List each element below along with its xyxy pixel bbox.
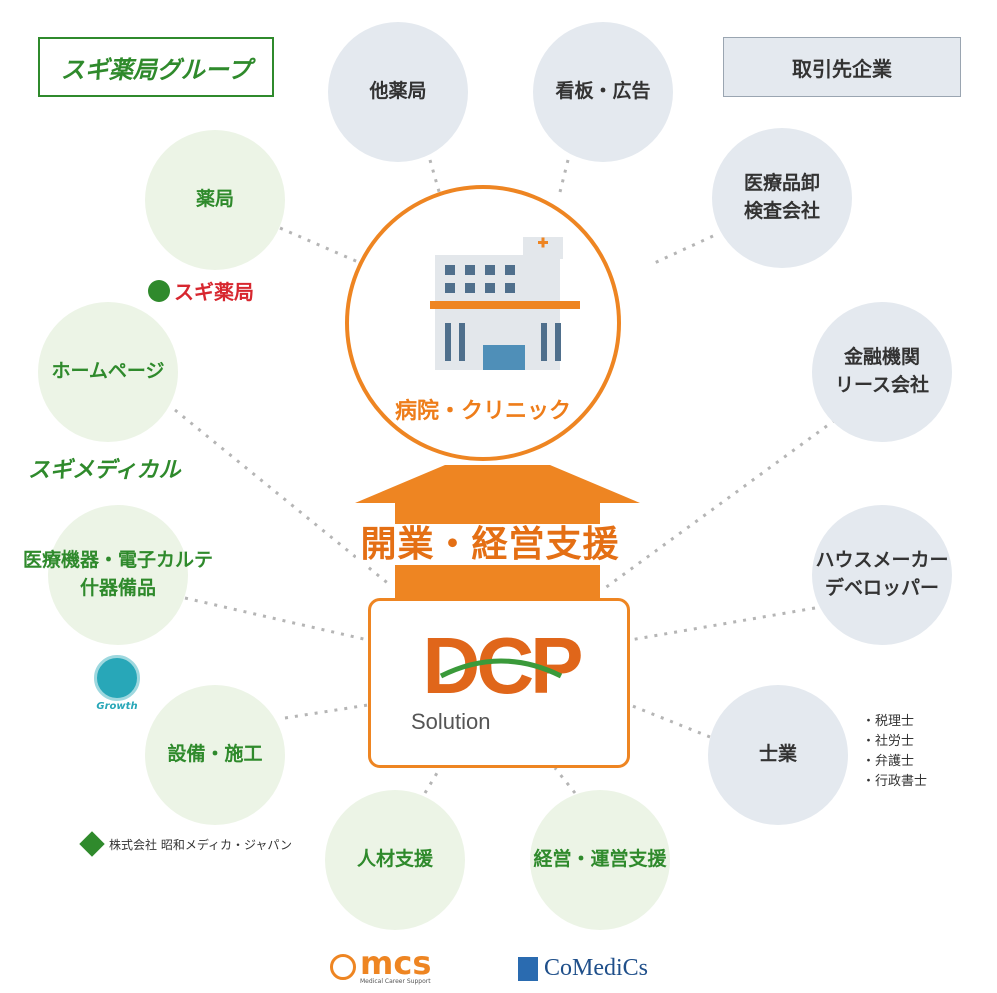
node-other-pharmacies-label: 他薬局 <box>369 80 427 103</box>
node-other-pharmacies: 他薬局 <box>328 22 468 162</box>
dcp-logo: DCP <box>422 621 584 710</box>
leaf-icon <box>148 279 170 302</box>
node-staffing-support-label: 人材支援 <box>356 848 433 871</box>
comedics-logo-text: CoMediCs <box>544 955 649 981</box>
hospital-label: 病院・クリニック <box>394 399 571 424</box>
partners-badge: 取引先企業 <box>723 37 961 97</box>
support-label: 開業・経営支援 <box>340 515 640 567</box>
dcp-sub: Solution <box>411 709 491 734</box>
showa-medica-logo-text: 株式会社 昭和メディカ・ジャパン <box>109 837 292 852</box>
node-pharmacy: 薬局 <box>145 130 285 270</box>
node-homepage-label: ホームページ <box>51 360 165 383</box>
mcs-logo-sub: Medical Career Support <box>360 978 431 985</box>
growth-logo: Growth <box>88 655 146 712</box>
professional-item: ・税理士 <box>862 714 915 729</box>
globe-arc-icon <box>439 658 563 679</box>
hospital-circle <box>345 185 621 461</box>
support-label-text: 開業・経営支援 <box>356 524 624 565</box>
node-wholesale-lab-line1: 医療品卸 <box>743 172 820 195</box>
node-management-support-label: 経営・運営支援 <box>533 848 667 871</box>
sugi-pharmacy-logo: スギ薬局 <box>148 276 254 305</box>
node-construction: 設備・施工 <box>145 685 285 825</box>
showa-diamond-icon <box>79 831 105 857</box>
partners-badge-label: 取引先企業 <box>792 56 892 81</box>
node-staffing-support: 人材支援 <box>325 790 465 930</box>
node-construction-label: 設備・施工 <box>167 743 263 766</box>
sugi-pharmacy-logo-text: スギ薬局 <box>174 280 254 304</box>
node-finance-leasing-line2: リース会社 <box>834 374 930 396</box>
node-wholesale-lab-line2: 検査会社 <box>743 200 820 222</box>
node-wholesale-lab: 医療品卸 検査会社 <box>712 128 852 268</box>
node-professionals: 士業 <box>708 685 848 825</box>
node-signage-advertising: 看板・広告 <box>533 22 673 162</box>
node-house-developer: ハウスメーカー デベロッパー <box>812 505 952 645</box>
node-finance-leasing: 金融機関 リース会社 <box>812 302 952 442</box>
node-medical-equipment-line2: 什器備品 <box>79 577 156 599</box>
mcs-cross-icon <box>330 953 356 980</box>
comedics-cross-icon <box>518 956 538 981</box>
node-house-developer-line2: デベロッパー <box>824 577 939 599</box>
professionals-list: ・税理士 ・社労士 ・弁護士 ・行政書士 <box>862 712 927 793</box>
node-signage-advertising-label: 看板・広告 <box>555 80 651 103</box>
node-finance-leasing-line1: 金融機関 <box>843 346 920 369</box>
professional-item: ・社労士 <box>862 734 915 750</box>
node-professionals-label: 士業 <box>758 743 797 766</box>
comedics-logo: CoMediCs <box>518 955 648 982</box>
growth-swirl-icon <box>94 655 140 701</box>
node-pharmacy-label: 薬局 <box>195 188 234 211</box>
group-badge: スギ薬局グループ <box>38 37 274 97</box>
node-house-developer-line1: ハウスメーカー <box>815 549 949 572</box>
showa-medica-logo: 株式会社 昭和メディカ・ジャパン <box>79 831 292 857</box>
growth-logo-text: Growth <box>96 701 138 712</box>
dcp-solution-box: DCP Solution <box>368 598 630 768</box>
node-medical-equipment: 医療機器・電子カルテ 什器備品 <box>23 505 213 645</box>
professional-item: ・行政書士 <box>862 774 928 790</box>
node-homepage: ホームページ <box>38 302 178 442</box>
node-medical-equipment-line1: 医療機器・電子カルテ <box>23 549 214 572</box>
mcs-logo: mcs Medical Career Support <box>330 944 432 985</box>
mcs-logo-text: mcs <box>360 944 432 982</box>
hospital-building-icon <box>430 237 580 370</box>
sugi-medical-logo: スギメディカル <box>28 458 181 483</box>
group-badge-label: スギ薬局グループ <box>60 55 252 84</box>
professional-item: ・弁護士 <box>862 754 915 770</box>
node-management-support: 経営・運営支援 <box>530 790 670 930</box>
